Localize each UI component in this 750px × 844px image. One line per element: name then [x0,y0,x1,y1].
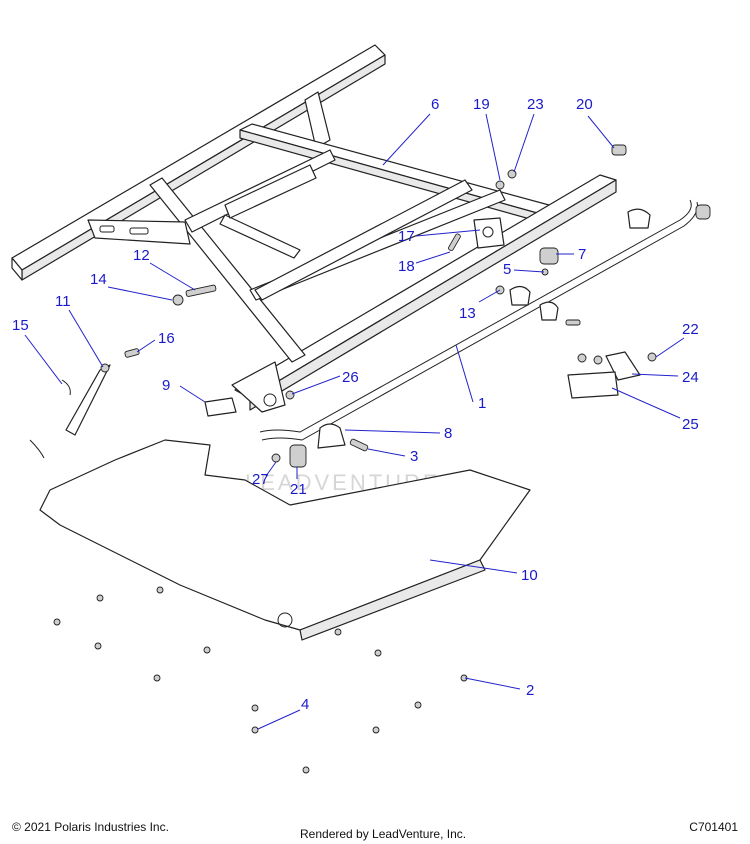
diagram-code: C701401 [689,820,738,834]
callout-8: 8 [444,425,452,442]
callout-24: 24 [682,369,699,386]
callout-23: 23 [527,96,544,113]
callout-12: 12 [133,247,150,264]
callouts: 1 2 3 4 5 6 7 8 9 10 11 12 13 14 15 16 1… [12,96,699,713]
callout-26: 26 [342,369,359,386]
leader-lines [24,113,685,730]
callout-7: 7 [578,246,586,263]
callout-21: 21 [290,481,307,498]
callout-3: 3 [410,448,418,465]
callout-4: 4 [301,696,309,713]
hardware [29,144,711,774]
rendered-by-credit: Rendered by LeadVenture, Inc. [300,827,467,841]
frame-assembly [11,44,617,413]
skid-plate-part-10 [39,439,531,641]
callout-13: 13 [459,305,476,322]
callout-18: 18 [398,258,415,275]
callout-14: 14 [90,271,107,288]
callout-19: 19 [473,96,490,113]
callout-25: 25 [682,416,699,433]
callout-22: 22 [682,321,699,338]
callout-5: 5 [503,261,511,278]
copyright-notice: © 2021 Polaris Industries Inc. [12,820,169,834]
callout-20: 20 [576,96,593,113]
callout-11: 11 [55,293,71,310]
callout-2: 2 [526,682,534,699]
callout-15: 15 [12,317,29,334]
callout-6: 6 [431,96,439,113]
callout-16: 16 [158,330,175,347]
callout-10: 10 [521,567,538,584]
callout-17: 17 [398,228,415,245]
callout-27: 27 [252,471,269,488]
callout-9: 9 [162,377,170,394]
callout-1: 1 [478,395,486,412]
